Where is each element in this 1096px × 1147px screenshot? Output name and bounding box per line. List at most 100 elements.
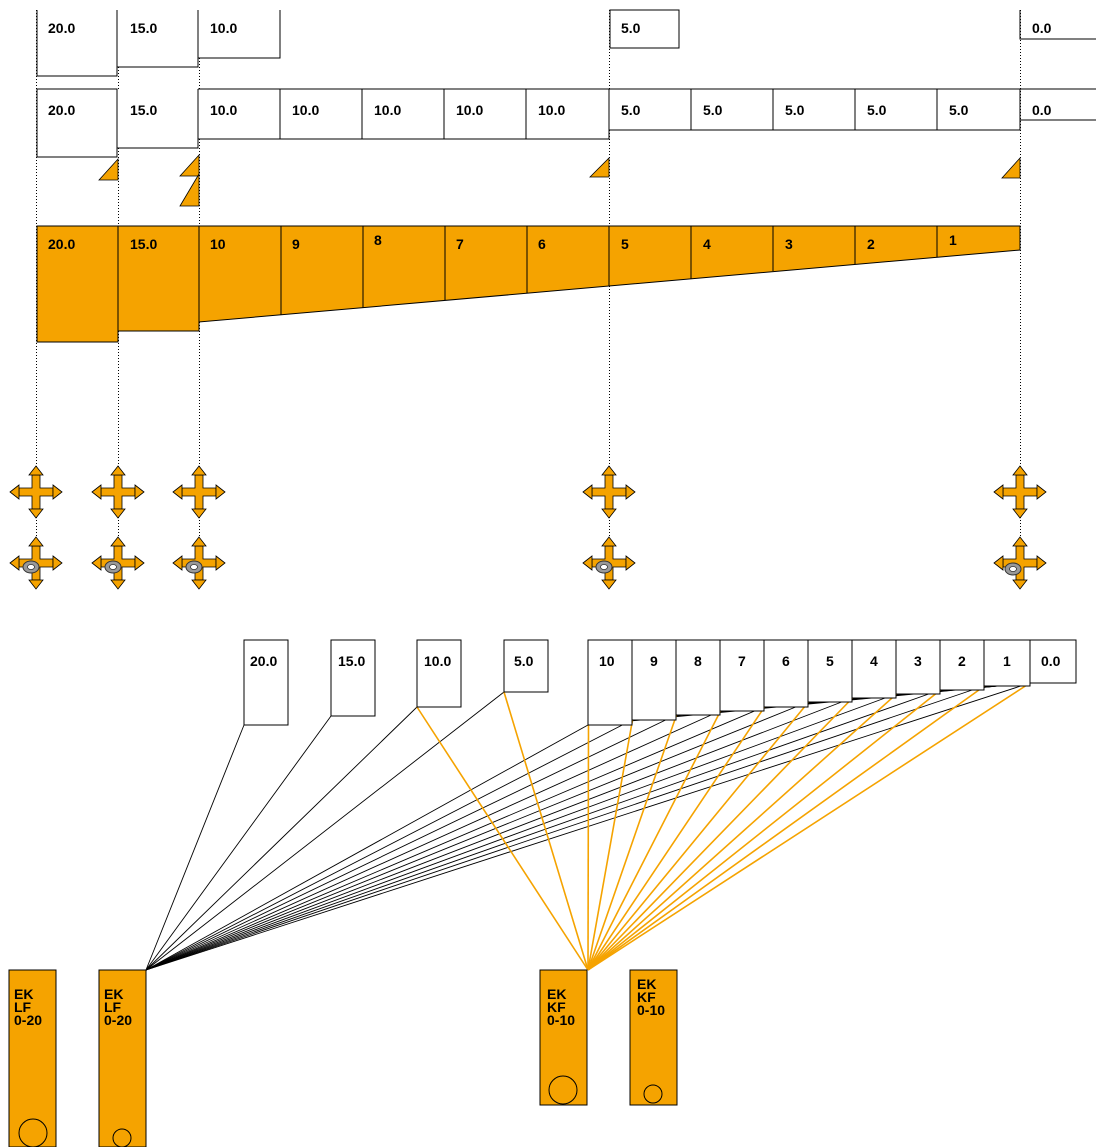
move-icon[interactable] — [993, 465, 1047, 519]
bottom-standalone-boxes: 20.0 15.0 10.0 5.0 — [243, 639, 549, 726]
kf-link-line — [587, 714, 678, 971]
bottom-row-label: 5 — [826, 653, 834, 669]
bottom-row-label: 1 — [1003, 653, 1011, 669]
triangle-markers — [98, 153, 1021, 207]
top-label: 0.0 — [1032, 20, 1052, 36]
kf-link-line — [587, 724, 590, 971]
kf-link-line — [587, 701, 810, 971]
triangle-marker-icon — [179, 153, 200, 177]
kf-link-line — [503, 691, 589, 971]
lf-link-line — [145, 701, 809, 971]
orange-block-15 — [117, 225, 200, 332]
move-icon[interactable] — [582, 465, 636, 519]
device-label-line3: 0-20 — [104, 1012, 132, 1028]
second-label: 5.0 — [785, 102, 805, 118]
move-icon[interactable] — [9, 465, 63, 519]
bottom-row-label: 7 — [738, 653, 746, 669]
device-label-line1: EK — [547, 986, 566, 1002]
second-label: 5.0 — [703, 102, 723, 118]
orange-label: 5 — [621, 236, 629, 252]
top-box-15 — [116, 10, 199, 68]
move-target-icon[interactable] — [9, 536, 63, 590]
orange-label: 10 — [210, 236, 226, 252]
triangle-marker-icon — [1001, 156, 1021, 179]
move-target-icon-row — [9, 536, 1047, 590]
second-box — [116, 89, 199, 149]
bottom-row-cell — [587, 639, 633, 726]
kf-link-line — [587, 682, 1031, 971]
second-label: 5.0 — [867, 102, 887, 118]
device-block[interactable]: EK KF 0-10 — [539, 969, 588, 1106]
orange-label: 3 — [785, 236, 793, 252]
bottom-row-label: 4 — [870, 653, 878, 669]
kf-link-line — [416, 706, 589, 971]
bottom-row-label: 2 — [958, 653, 966, 669]
orange-label: 7 — [456, 236, 464, 252]
bottom-row-cell — [807, 639, 853, 703]
top-label: 20.0 — [48, 20, 75, 36]
devices: EK LF 0-20 EK LF 0-20 EK KF 0-10 EK KF 0… — [8, 969, 678, 1147]
second-label: 10.0 — [538, 102, 565, 118]
device-label-line1: EK — [104, 986, 123, 1002]
move-target-icon[interactable] — [172, 536, 226, 590]
second-label: 10.0 — [456, 102, 483, 118]
device-label-line3: 0-10 — [637, 1002, 665, 1018]
top-label: 15.0 — [130, 20, 157, 36]
orange-label: 8 — [374, 232, 382, 248]
second-label: 10.0 — [292, 102, 319, 118]
bottom-row-cell — [675, 639, 721, 716]
device-knob-icon — [18, 1118, 48, 1147]
lf-link-line — [145, 693, 897, 971]
move-target-icon[interactable] — [91, 536, 145, 590]
lf-link-line — [145, 706, 765, 971]
device-label-line2: LF — [14, 999, 32, 1015]
kf-link-line — [587, 719, 634, 971]
orange-label: 15.0 — [130, 236, 157, 252]
device-knob-icon — [548, 1075, 578, 1105]
top-label: 10.0 — [210, 20, 237, 36]
top-box-5 — [609, 9, 680, 49]
second-label: 10.0 — [374, 102, 401, 118]
move-target-icon[interactable] — [582, 536, 636, 590]
connection-lines — [145, 682, 1031, 971]
bottom-row-cell — [895, 639, 941, 695]
device-block[interactable]: EK LF 0-20 — [98, 969, 147, 1147]
device-label-line2: KF — [637, 989, 656, 1005]
bottom-row-cell — [983, 639, 1031, 687]
value-box — [330, 639, 376, 717]
second-box-0 — [1019, 88, 1096, 121]
orange-block-20 — [36, 225, 119, 343]
value-box — [503, 639, 549, 693]
orange-band: 20.0 15.0 10 9 8 7 6 5 4 3 2 1 — [36, 225, 1021, 343]
value-box — [416, 639, 462, 708]
kf-link-line — [587, 710, 722, 971]
device-block[interactable]: EK LF 0-20 — [8, 969, 57, 1147]
device-block[interactable]: EK KF 0-10 — [629, 969, 678, 1106]
device-label-line2: KF — [547, 999, 566, 1015]
lf-link-line — [145, 689, 941, 971]
move-target-icon[interactable] — [993, 536, 1047, 590]
orange-label: 9 — [292, 236, 300, 252]
move-icon[interactable] — [91, 465, 145, 519]
value-box-label: 5.0 — [514, 653, 534, 669]
lf-link-line — [145, 685, 985, 971]
device-label-line3: 0-10 — [547, 1012, 575, 1028]
lf-link-line — [145, 691, 505, 971]
orange-label: 20.0 — [48, 236, 75, 252]
second-label: 0.0 — [1032, 102, 1052, 118]
value-box-label: 10.0 — [424, 653, 451, 669]
kf-link-line — [587, 689, 941, 971]
bottom-row-label: 8 — [694, 653, 702, 669]
second-label: 15.0 — [130, 102, 157, 118]
lf-link-line — [145, 724, 589, 971]
second-row: 20.0 15.0 10.0 10.0 10.0 10.0 10.0 5.0 5… — [36, 88, 1096, 158]
second-label: 5.0 — [949, 102, 969, 118]
device-knob-icon — [643, 1084, 663, 1104]
bottom-row-label: 10 — [599, 653, 615, 669]
second-box-strip — [197, 88, 610, 140]
bottom-row-cell — [851, 639, 897, 699]
kf-link-line — [587, 706, 766, 971]
kf-link-line — [587, 697, 854, 971]
move-icon[interactable] — [172, 465, 226, 519]
lf-link-line — [145, 719, 633, 971]
